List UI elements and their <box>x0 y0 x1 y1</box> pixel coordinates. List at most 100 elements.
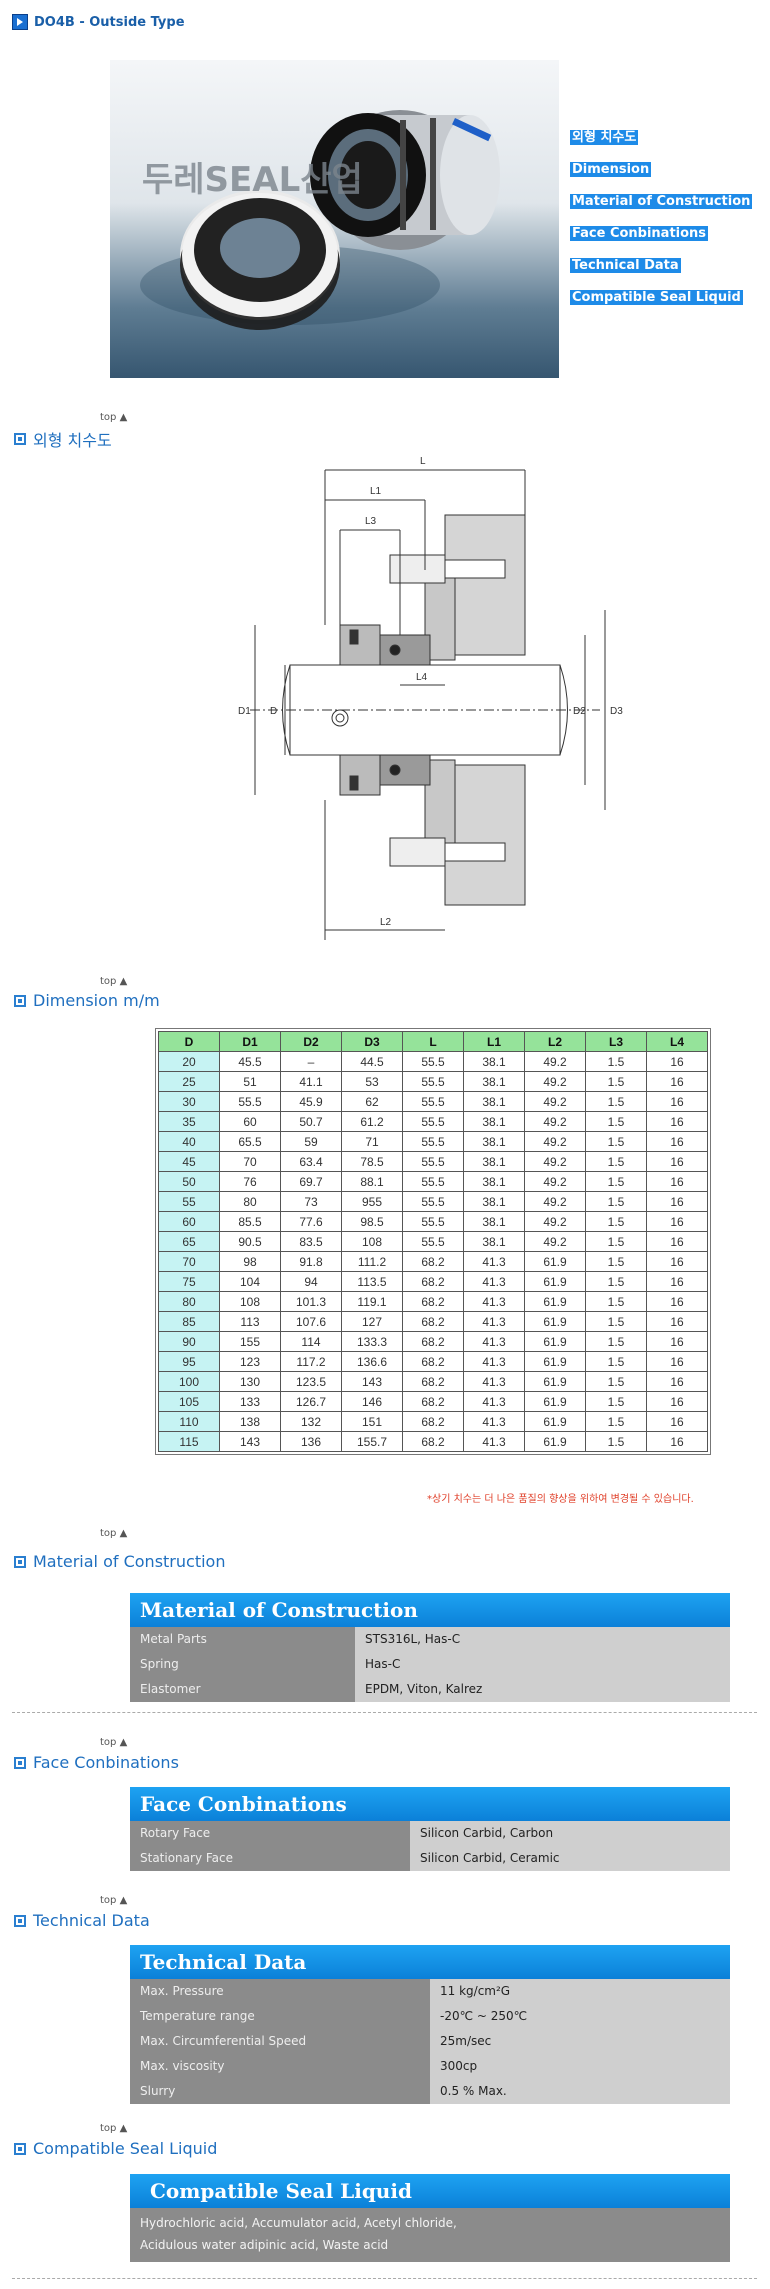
table-cell: 60 <box>219 1111 281 1132</box>
table-cell: 1.5 <box>585 1271 647 1292</box>
table-cell: 95 <box>158 1351 220 1372</box>
table-cell: 45.9 <box>280 1091 342 1112</box>
table-cell: 65 <box>158 1231 220 1252</box>
table-cell: 41.3 <box>463 1331 525 1352</box>
table-cell: 61.2 <box>341 1111 403 1132</box>
table-cell: 127 <box>341 1311 403 1332</box>
table-cell: 61.9 <box>524 1411 586 1432</box>
table-cell: 90.5 <box>219 1231 281 1252</box>
spec-row: Temperature range-20℃ ~ 250℃ <box>130 2004 730 2029</box>
table-cell: 41.3 <box>463 1411 525 1432</box>
spec-label: Max. Pressure <box>130 1979 430 2004</box>
table-cell: 38.1 <box>463 1111 525 1132</box>
table-cell: 55.5 <box>402 1111 464 1132</box>
table-cell: 16 <box>646 1191 708 1212</box>
table-cell: 49.2 <box>524 1231 586 1252</box>
table-cell: 107.6 <box>280 1311 342 1332</box>
section-square-icon <box>14 1914 26 1927</box>
section-title: Material of Construction <box>33 1552 226 1571</box>
table-cell: 69.7 <box>280 1171 342 1192</box>
hero-link[interactable]: Dimension <box>570 162 652 177</box>
spec-value: 11 kg/cm²G <box>430 1979 730 2004</box>
table-cell: 49.2 <box>524 1151 586 1172</box>
table-cell: 55.5 <box>402 1091 464 1112</box>
spec-value: EPDM, Viton, Kalrez <box>355 1677 730 1702</box>
column-header: D3 <box>341 1031 403 1052</box>
table-cell: 41.3 <box>463 1251 525 1272</box>
table-cell: 49.2 <box>524 1051 586 1072</box>
table-cell: 41.3 <box>463 1271 525 1292</box>
top-link[interactable]: top ▲ <box>100 1895 128 1906</box>
table-cell: 55.5 <box>219 1091 281 1112</box>
table-cell: 16 <box>646 1111 708 1132</box>
table-cell: 61.9 <box>524 1371 586 1392</box>
table-cell: 1.5 <box>585 1311 647 1332</box>
table-cell: 20 <box>158 1051 220 1072</box>
table-cell: 1.5 <box>585 1191 647 1212</box>
table-cell: 1.5 <box>585 1071 647 1092</box>
table-cell: 61.9 <box>524 1311 586 1332</box>
table-cell: 38.1 <box>463 1191 525 1212</box>
top-link[interactable]: top ▲ <box>100 2123 128 2134</box>
play-icon <box>12 14 28 30</box>
top-link[interactable]: top ▲ <box>100 412 128 423</box>
panel-heading: Technical Data <box>130 1945 730 1979</box>
table-cell: 68.2 <box>402 1391 464 1412</box>
table-cell: 41.3 <box>463 1351 525 1372</box>
table-cell: 105 <box>158 1391 220 1412</box>
table-cell: 16 <box>646 1091 708 1112</box>
table-cell: 38.1 <box>463 1051 525 1072</box>
section-heading-technical: Technical Data <box>14 1911 150 1930</box>
liquid-line: Hydrochloric acid, Accumulator acid, Ace… <box>140 2216 457 2230</box>
hero-link[interactable]: Material of Construction <box>570 194 753 209</box>
table-cell: 138 <box>219 1411 281 1432</box>
table-cell: 38.1 <box>463 1091 525 1112</box>
table-cell: 143 <box>341 1371 403 1392</box>
table-cell: 61.9 <box>524 1431 586 1452</box>
hero-link[interactable]: 외형 치수도 <box>570 130 639 145</box>
table-cell: 16 <box>646 1291 708 1312</box>
column-header: D <box>158 1031 220 1052</box>
section-heading-outline: 외형 치수도 <box>14 427 112 451</box>
table-cell: 41.3 <box>463 1371 525 1392</box>
top-link[interactable]: top ▲ <box>100 1528 128 1539</box>
divider <box>12 1712 757 1713</box>
table-cell: 55 <box>158 1191 220 1212</box>
outline-drawing: L L1 L3 L4 L2 D1 D D2 D3 <box>230 450 630 960</box>
top-link[interactable]: top ▲ <box>100 976 128 987</box>
table-cell: 16 <box>646 1411 708 1432</box>
table-cell: 133.3 <box>341 1331 403 1352</box>
table-cell: 16 <box>646 1131 708 1152</box>
column-header: D2 <box>280 1031 342 1052</box>
liquid-panel: Compatible Seal Liquid Hydrochloric acid… <box>130 2174 730 2262</box>
spec-value: Silicon Carbid, Carbon <box>410 1821 730 1846</box>
divider <box>12 2278 757 2279</box>
table-cell: 75 <box>158 1271 220 1292</box>
table-cell: 70 <box>219 1151 281 1172</box>
table-cell: 65.5 <box>219 1131 281 1152</box>
mechanical-seal-illustration <box>140 110 500 330</box>
spec-label: Metal Parts <box>130 1627 355 1652</box>
table-cell: 117.2 <box>280 1351 342 1372</box>
hero-link[interactable]: Technical Data <box>570 258 681 273</box>
table-cell: 151 <box>341 1411 403 1432</box>
spec-value: 0.5 % Max. <box>430 2079 730 2104</box>
table-cell: 101.3 <box>280 1291 342 1312</box>
hero-link[interactable]: Compatible Seal Liquid <box>570 290 743 305</box>
top-link[interactable]: top ▲ <box>100 1737 128 1748</box>
hero-link[interactable]: Face Conbinations <box>570 226 709 241</box>
spec-label: Stationary Face <box>130 1846 410 1871</box>
table-cell: 49.2 <box>524 1171 586 1192</box>
table-cell: 38.1 <box>463 1171 525 1192</box>
table-cell: 61.9 <box>524 1291 586 1312</box>
spec-value: 25m/sec <box>430 2029 730 2054</box>
table-cell: 16 <box>646 1231 708 1252</box>
